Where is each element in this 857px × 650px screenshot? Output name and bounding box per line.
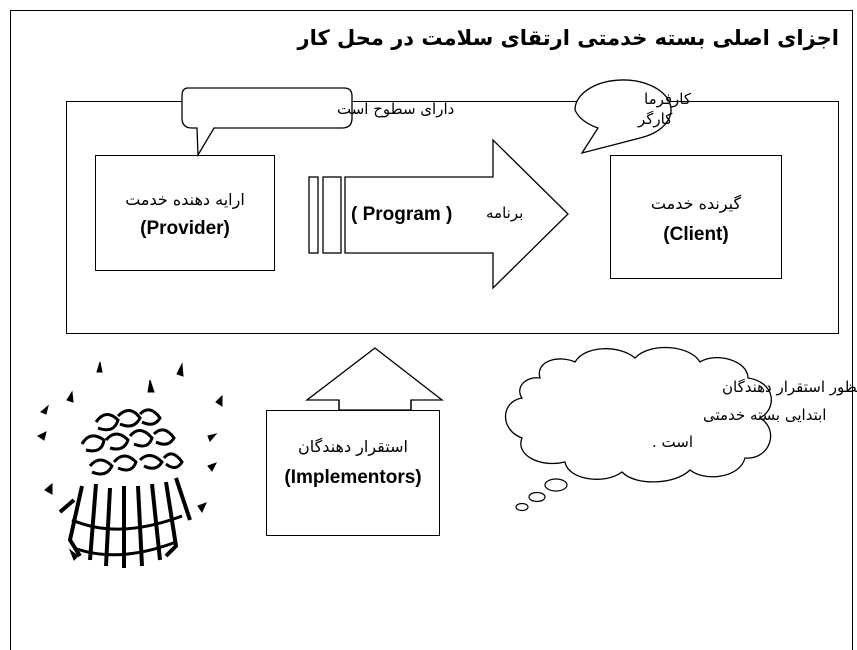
client-label-fa: گیرنده خدمت	[650, 194, 742, 213]
implementors-up-arrow	[305, 347, 444, 411]
client-label-en: (Client)	[663, 224, 729, 245]
provider-box: ارایه دهنده خدمت (Provider)	[95, 155, 275, 271]
implementors-thought-cloud	[505, 346, 772, 483]
implementors-label-fa: استقرار دهندگان	[298, 437, 408, 456]
cloud-line-1: منظور استقرار دهندگان	[722, 378, 857, 396]
slide-title: اجزای اصلی بسته خدمتی ارتقای سلامت در مح…	[297, 26, 839, 50]
provider-levels-text: دارای سطوح است	[337, 100, 454, 118]
cloud-line-2: ابتدایی بسته خدمتی	[703, 406, 826, 424]
client-type-worker: کارگر	[637, 110, 673, 128]
provider-label-en: (Provider)	[140, 218, 230, 239]
cloud-line-3: است .	[652, 433, 693, 451]
provider-label-fa: ارایه دهنده خدمت	[125, 190, 245, 209]
diagram-shapes: ( Program ) برنامه دارای سطوح است کارفرم…	[37, 79, 857, 568]
program-stripe-1	[308, 176, 319, 254]
implementors-box: استقرار دهندگان (Implementors)	[266, 410, 440, 536]
implementors-label-en: (Implementors)	[284, 467, 422, 488]
program-label-fa: برنامه	[486, 204, 523, 222]
thought-bubble-2	[528, 491, 546, 503]
program-stripe-2	[322, 176, 342, 254]
client-type-employer: کارفرما	[644, 90, 692, 108]
celebration-people-icon	[37, 361, 223, 568]
slide-canvas: اجزای اصلی بسته خدمتی ارتقای سلامت در مح…	[10, 10, 857, 650]
program-label-en: ( Program )	[351, 204, 452, 225]
thought-bubble-1	[544, 478, 568, 492]
thought-bubble-3	[515, 502, 529, 512]
client-types-callout	[574, 79, 672, 155]
program-arrow	[344, 138, 569, 290]
slide-frame	[10, 10, 853, 650]
provider-levels-callout	[181, 87, 353, 158]
client-box: گیرنده خدمت (Client)	[610, 155, 782, 279]
